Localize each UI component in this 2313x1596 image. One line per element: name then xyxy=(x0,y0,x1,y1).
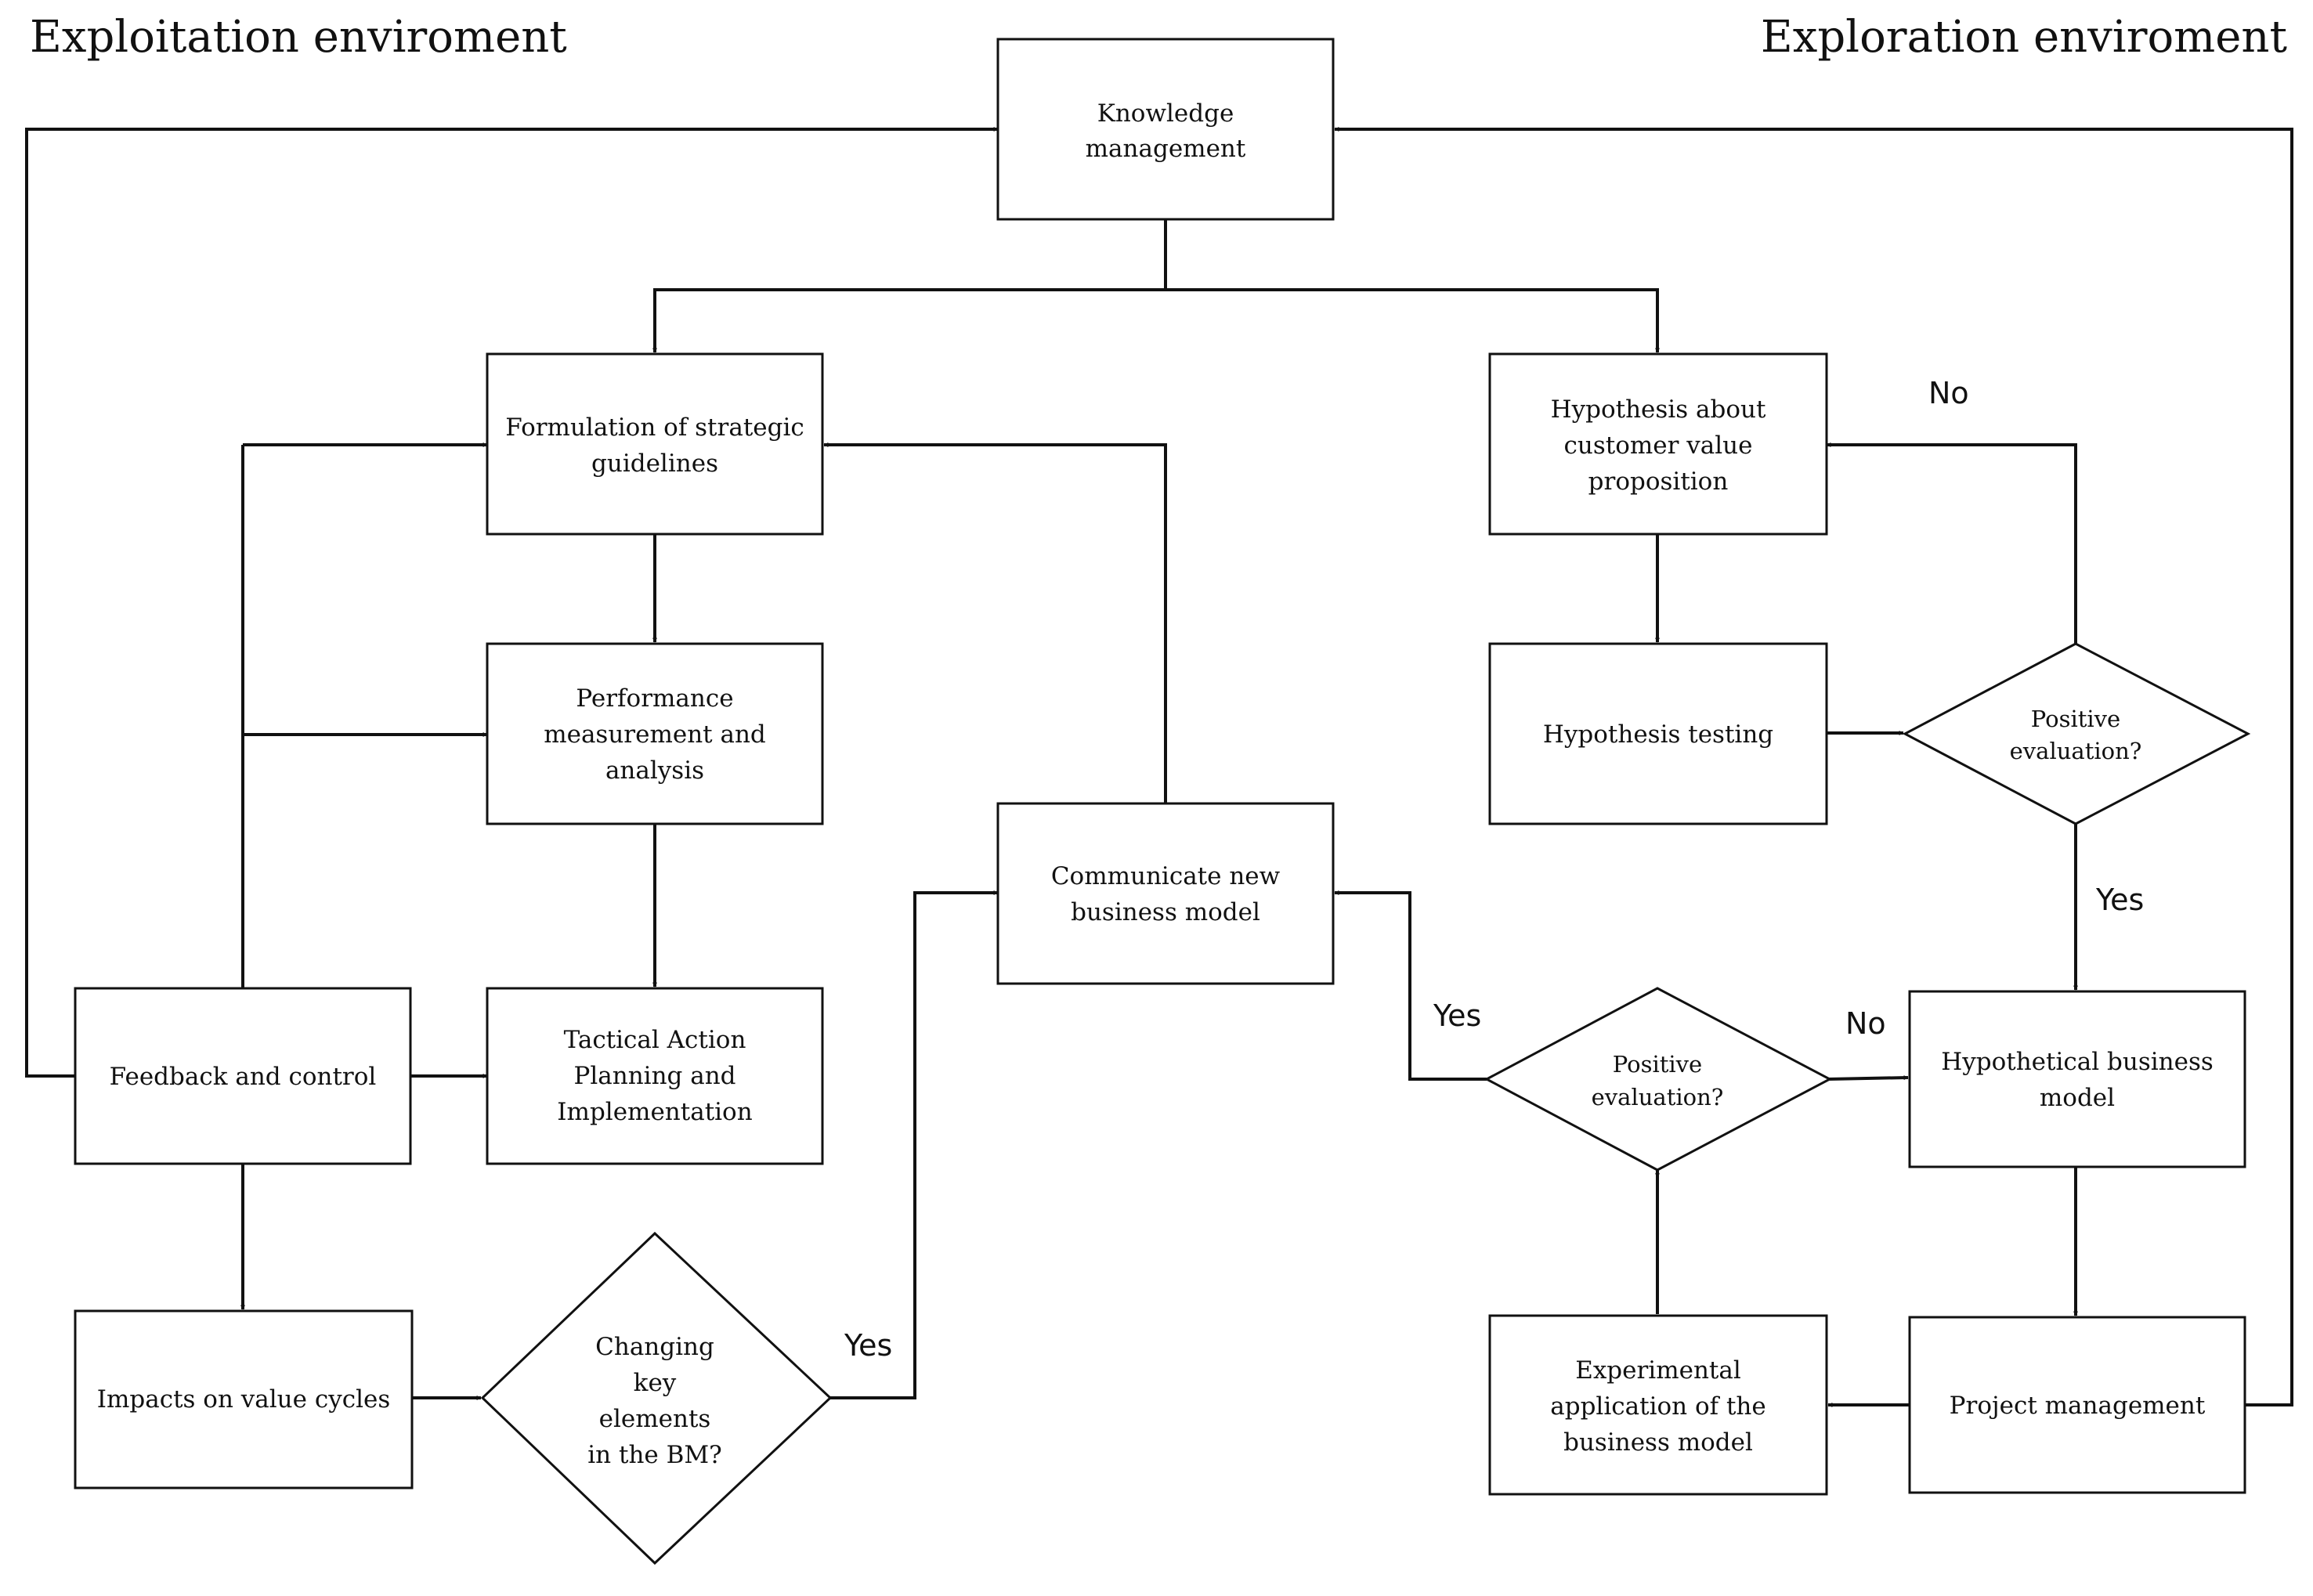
edge-label-eval2-no: No xyxy=(1845,1006,1886,1041)
node-performance-measurement: Performance measurement and analysis xyxy=(486,642,824,825)
node-text-line: Positive xyxy=(2031,706,2120,732)
node-text-line: Feedback and control xyxy=(110,1063,377,1091)
node-experimental-application: Experimental application of the business… xyxy=(1488,1314,1828,1496)
node-text-line: business model xyxy=(1071,898,1260,926)
node-text-line: Tactical Action xyxy=(564,1026,746,1054)
edge-project-to-knowledge xyxy=(1334,127,2293,1406)
edge-knowledge-to-hypothesis xyxy=(1166,288,1660,353)
exploration-title: Exploration enviroment xyxy=(1761,12,2288,63)
edge-eval2-no xyxy=(1827,1075,1909,1081)
decision-changing-key-elements: Changing key elements in the BM? xyxy=(480,1231,833,1565)
node-text-line: management xyxy=(1086,135,1246,163)
node-text-line: measurement and xyxy=(544,720,766,749)
node-text-line: model xyxy=(2040,1084,2115,1112)
node-text-line: Project management xyxy=(1950,1392,2206,1420)
decision-positive-evaluation-1: Positive evaluation? xyxy=(1902,642,2251,825)
node-text-line: Changing xyxy=(595,1333,714,1361)
node-text-line: Positive xyxy=(1613,1051,1702,1078)
node-hypothesis-testing: Hypothesis testing xyxy=(1488,642,1828,825)
edges xyxy=(25,127,2293,1407)
edge-label-eval1-no: No xyxy=(1928,376,1969,410)
node-text-line: guidelines xyxy=(591,450,718,478)
node-text-line: in the BM? xyxy=(587,1441,722,1469)
node-text-line: elements xyxy=(599,1405,711,1433)
node-text-line: customer value xyxy=(1564,431,1753,460)
node-impacts-value-cycles: Impacts on value cycles xyxy=(74,1309,414,1489)
node-text-line: Planning and xyxy=(573,1062,735,1090)
edge-changing-to-communicate xyxy=(830,890,999,1399)
node-hypothesis-value-proposition: Hypothesis about customer value proposit… xyxy=(1488,352,1828,536)
node-text-line: application of the xyxy=(1550,1392,1765,1421)
node-text-line: evaluation? xyxy=(1592,1084,1724,1110)
node-communicate-business-model: Communicate new business model xyxy=(996,802,1335,985)
node-text-line: Performance xyxy=(576,684,733,713)
edge-eval1-no xyxy=(1826,442,2077,644)
node-text-line: Implementation xyxy=(557,1098,752,1126)
node-hypothetical-business-model: Hypothetical business model xyxy=(1908,990,2246,1168)
edge-communicate-to-strategic xyxy=(823,442,1167,803)
node-feedback-control: Feedback and control xyxy=(74,987,412,1165)
node-text-line: Formulation of strategic xyxy=(505,413,804,442)
edge-knowledge-to-strategic xyxy=(652,288,1166,353)
node-text-line: evaluation? xyxy=(2010,738,2142,764)
decision-positive-evaluation-2: Positive evaluation? xyxy=(1484,987,1833,1172)
node-text-line: Experimental xyxy=(1575,1356,1741,1385)
node-strategic-guidelines: Formulation of strategic guidelines xyxy=(486,352,824,536)
node-text-line: proposition xyxy=(1588,468,1729,496)
node-text-line: analysis xyxy=(605,756,704,785)
edge-label-changing-yes: Yes xyxy=(844,1328,892,1363)
node-text-line: key xyxy=(634,1369,677,1397)
node-tactical-action: Tactical Action Planning and Implementat… xyxy=(486,987,824,1165)
node-text-line: Hypothetical business xyxy=(1941,1048,2214,1076)
node-text-line: Communicate new xyxy=(1051,862,1281,890)
node-text-line: business model xyxy=(1563,1428,1753,1457)
node-text-line: Hypothesis testing xyxy=(1543,720,1773,749)
edge-feedback-to-knowledge xyxy=(25,127,999,1078)
node-text-line: Impacts on value cycles xyxy=(97,1385,391,1414)
node-knowledge-management: Knowledge management xyxy=(996,38,1335,221)
edge-label-eval1-yes: Yes xyxy=(2095,883,2144,917)
edge-label-eval2-yes: Yes xyxy=(1433,998,1481,1033)
node-text-line: Hypothesis about xyxy=(1551,395,1766,424)
node-text-line: Knowledge xyxy=(1097,99,1234,128)
exploitation-title: Exploitation enviroment xyxy=(30,12,567,63)
node-project-management: Project management xyxy=(1908,1316,2246,1494)
edge-eval2-yes xyxy=(1334,890,1487,1081)
